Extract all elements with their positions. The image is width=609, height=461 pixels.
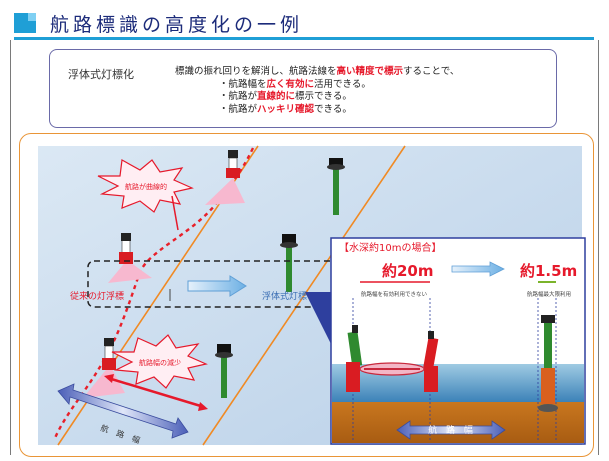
floating-beacon-middle xyxy=(280,234,298,292)
bullet-2-highlight: 直線的に xyxy=(257,91,296,102)
bullet-1-pre: ・航路幅を xyxy=(219,78,267,90)
summary-bullet-3: ・航路がハッキリ確認できる。 xyxy=(175,104,459,117)
channel-edge-right xyxy=(202,145,406,446)
channel-width-arrow xyxy=(57,383,189,439)
summary-text: 標識の振れ回りを解消し、航路法線を高い精度で標示することで、 ・航路幅を広く有効… xyxy=(175,66,459,116)
inset-channel-label: 航 路 幅 xyxy=(428,424,476,436)
floating-beacon-top xyxy=(327,158,345,215)
inset-connector xyxy=(305,292,333,348)
burst-curved-route-pointer xyxy=(171,195,179,231)
swing-sector-bottom xyxy=(83,365,125,398)
burst-curved-route-label: 航路が曲線的 xyxy=(125,182,167,191)
summary-line-1-highlight: 高い精度で標示 xyxy=(336,66,404,77)
burst-width-reduced-label: 航路幅の減少 xyxy=(139,358,181,367)
reduced-width-arrowhead-left xyxy=(104,374,114,383)
inset-compare-arrow xyxy=(451,261,505,277)
summary-label: 浮体式灯標化 xyxy=(68,68,134,81)
reduced-width-arrowhead-right xyxy=(198,402,208,411)
inset-note-legacy: 航路幅を有効利用できない xyxy=(361,290,428,298)
inset-floating-beacon xyxy=(538,315,558,412)
bullet-3-post: できる。 xyxy=(314,103,352,115)
legacy-to-floating-arrow xyxy=(187,275,247,297)
swing-sector-middle xyxy=(108,260,152,283)
inset-legacy-buoy-left xyxy=(346,325,363,392)
frame-right-line xyxy=(598,40,599,455)
legacy-buoy-bottom xyxy=(102,338,116,370)
floating-beacon-label: 浮体式灯標 xyxy=(262,290,307,302)
title-bar: 航路標識の高度化の一例 xyxy=(14,10,594,36)
inset-legacy-buoy-right xyxy=(423,331,439,392)
reduced-width-arrow xyxy=(107,376,205,409)
summary-bullet-2: ・航路が直線的に標示できる。 xyxy=(175,91,459,104)
title-underline xyxy=(14,37,594,40)
inset-panel: 【水深約10mの場合】 約20m 約1.5m 航路幅を有効利用できない 航路幅最… xyxy=(330,237,586,445)
bullet-2-post: 標示できる。 xyxy=(295,91,352,102)
summary-bullet-1: ・航路幅を広く有効に活用できる。 xyxy=(175,79,459,92)
inset-heading: 【水深約10mの場合】 xyxy=(339,241,441,254)
inset-channel-arrow xyxy=(396,420,506,440)
bullet-2-pre: ・航路が xyxy=(219,91,258,102)
burst-width-reduced xyxy=(111,334,208,389)
bullet-1-highlight: 広く有効に xyxy=(266,78,315,90)
swing-sector-top xyxy=(205,178,245,205)
frame-left-line xyxy=(10,40,11,455)
summary-line-1-post: することで、 xyxy=(403,66,460,77)
title-marker-accent xyxy=(28,13,36,21)
summary-box: 浮体式灯標化 標識の振れ回りを解消し、航路法線を高い精度で標示することで、 ・航… xyxy=(49,49,557,128)
bullet-3-pre: ・航路が xyxy=(219,103,258,115)
burst-curved-route xyxy=(97,159,194,213)
summary-line-1-pre: 標識の振れ回りを解消し、航路法線を xyxy=(175,66,337,77)
page-title: 航路標識の高度化の一例 xyxy=(50,14,304,36)
bullet-3-highlight: ハッキリ確認 xyxy=(257,103,315,115)
inset-value-legacy: 約20m xyxy=(382,262,434,280)
diagram-frame xyxy=(19,133,594,457)
legacy-buoy-top xyxy=(226,150,240,178)
legacy-buoy-label: 従来の灯浮標 xyxy=(70,290,124,302)
floating-beacon-bottom xyxy=(215,344,233,398)
inset-note-floating: 航路幅最大限利用 xyxy=(527,290,571,298)
bullet-1-post: 活用できる。 xyxy=(314,78,371,90)
inset-value-floating: 約1.5m xyxy=(520,262,577,280)
comparison-box xyxy=(87,260,343,308)
summary-line-1: 標識の振れ回りを解消し、航路法線を高い精度で標示することで、 xyxy=(175,66,459,79)
